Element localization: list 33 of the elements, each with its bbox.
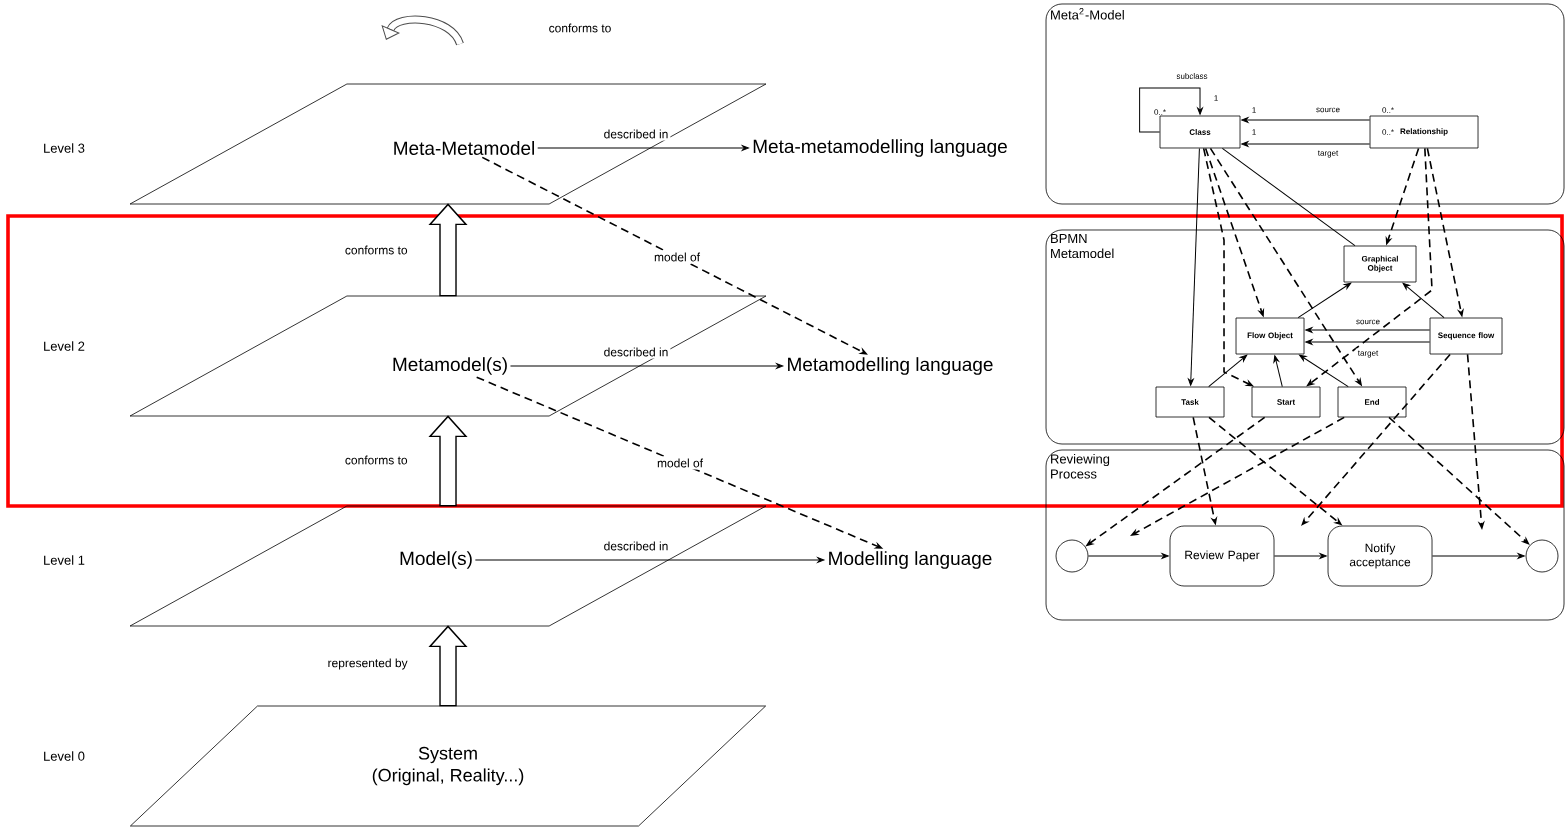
arrow <box>1241 117 1371 123</box>
model-text: Meta-metamodelling language <box>753 139 1007 157</box>
arrow <box>1305 339 1431 345</box>
event-circle <box>1055 539 1089 573</box>
level-plane: System (Original, Reality...) <box>130 705 767 827</box>
level-plane <box>129 505 767 627</box>
model-text: Model(s) <box>400 551 472 569</box>
arrow <box>537 145 749 151</box>
level-plane <box>129 295 767 417</box>
arrow <box>1139 87 1203 133</box>
arrow <box>1431 553 1525 559</box>
arrow <box>510 363 784 369</box>
arrow <box>1087 553 1169 559</box>
model-text: Metamodel(s) <box>393 357 507 375</box>
arrow <box>1301 353 1451 526</box>
arrow <box>1299 354 1349 388</box>
block-arrow <box>428 203 468 297</box>
model-text: Modelling language <box>829 551 992 569</box>
block-arrow <box>428 625 468 707</box>
arrow <box>1388 416 1530 545</box>
arrow <box>1273 355 1283 388</box>
model-text: Metamodelling language <box>788 357 993 375</box>
arrow <box>1188 147 1200 386</box>
arrow <box>1273 553 1327 559</box>
block-arrow <box>428 415 468 507</box>
arrow <box>1297 282 1352 319</box>
arrow <box>1402 282 1445 319</box>
arrow <box>1208 354 1248 388</box>
arrow <box>474 557 825 563</box>
model-text: Meta-Metamodel <box>394 141 534 155</box>
arrow <box>1241 141 1371 147</box>
arrow <box>1305 327 1431 333</box>
event-circle <box>1525 539 1559 573</box>
